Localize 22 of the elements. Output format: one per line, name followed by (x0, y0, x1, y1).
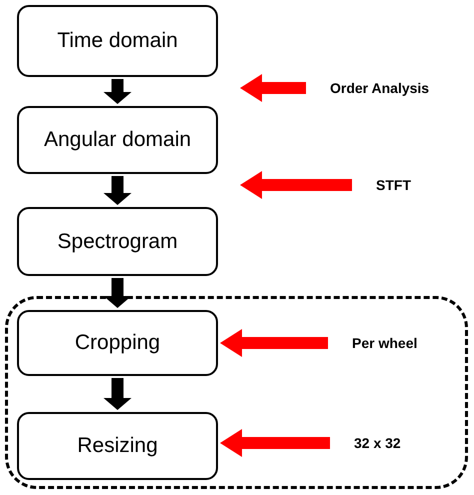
annotation-label: Per wheel (352, 335, 418, 351)
box-label: Spectrogram (57, 228, 178, 255)
process-box (17, 5, 218, 77)
dashed-group-frame (5, 296, 468, 489)
process-box (17, 207, 218, 276)
annotation-label: Order Analysis (330, 80, 430, 96)
annotation-label: 32 x 32 (354, 435, 401, 451)
box-label: Cropping (74, 330, 160, 356)
box-label: Angular domain (44, 127, 192, 154)
block-arrow (104, 79, 132, 104)
block-arrow (220, 429, 330, 457)
block-arrow (104, 176, 132, 205)
box-label: Time domain (57, 28, 178, 54)
block-arrow (220, 329, 328, 357)
box-label: Resizing (77, 433, 158, 460)
block-arrow (240, 74, 306, 102)
process-box (17, 106, 218, 174)
process-box (17, 310, 218, 376)
block-arrow (240, 171, 352, 199)
annotation-label: STFT (376, 177, 411, 193)
process-box (17, 412, 218, 480)
block-arrow (104, 378, 132, 410)
